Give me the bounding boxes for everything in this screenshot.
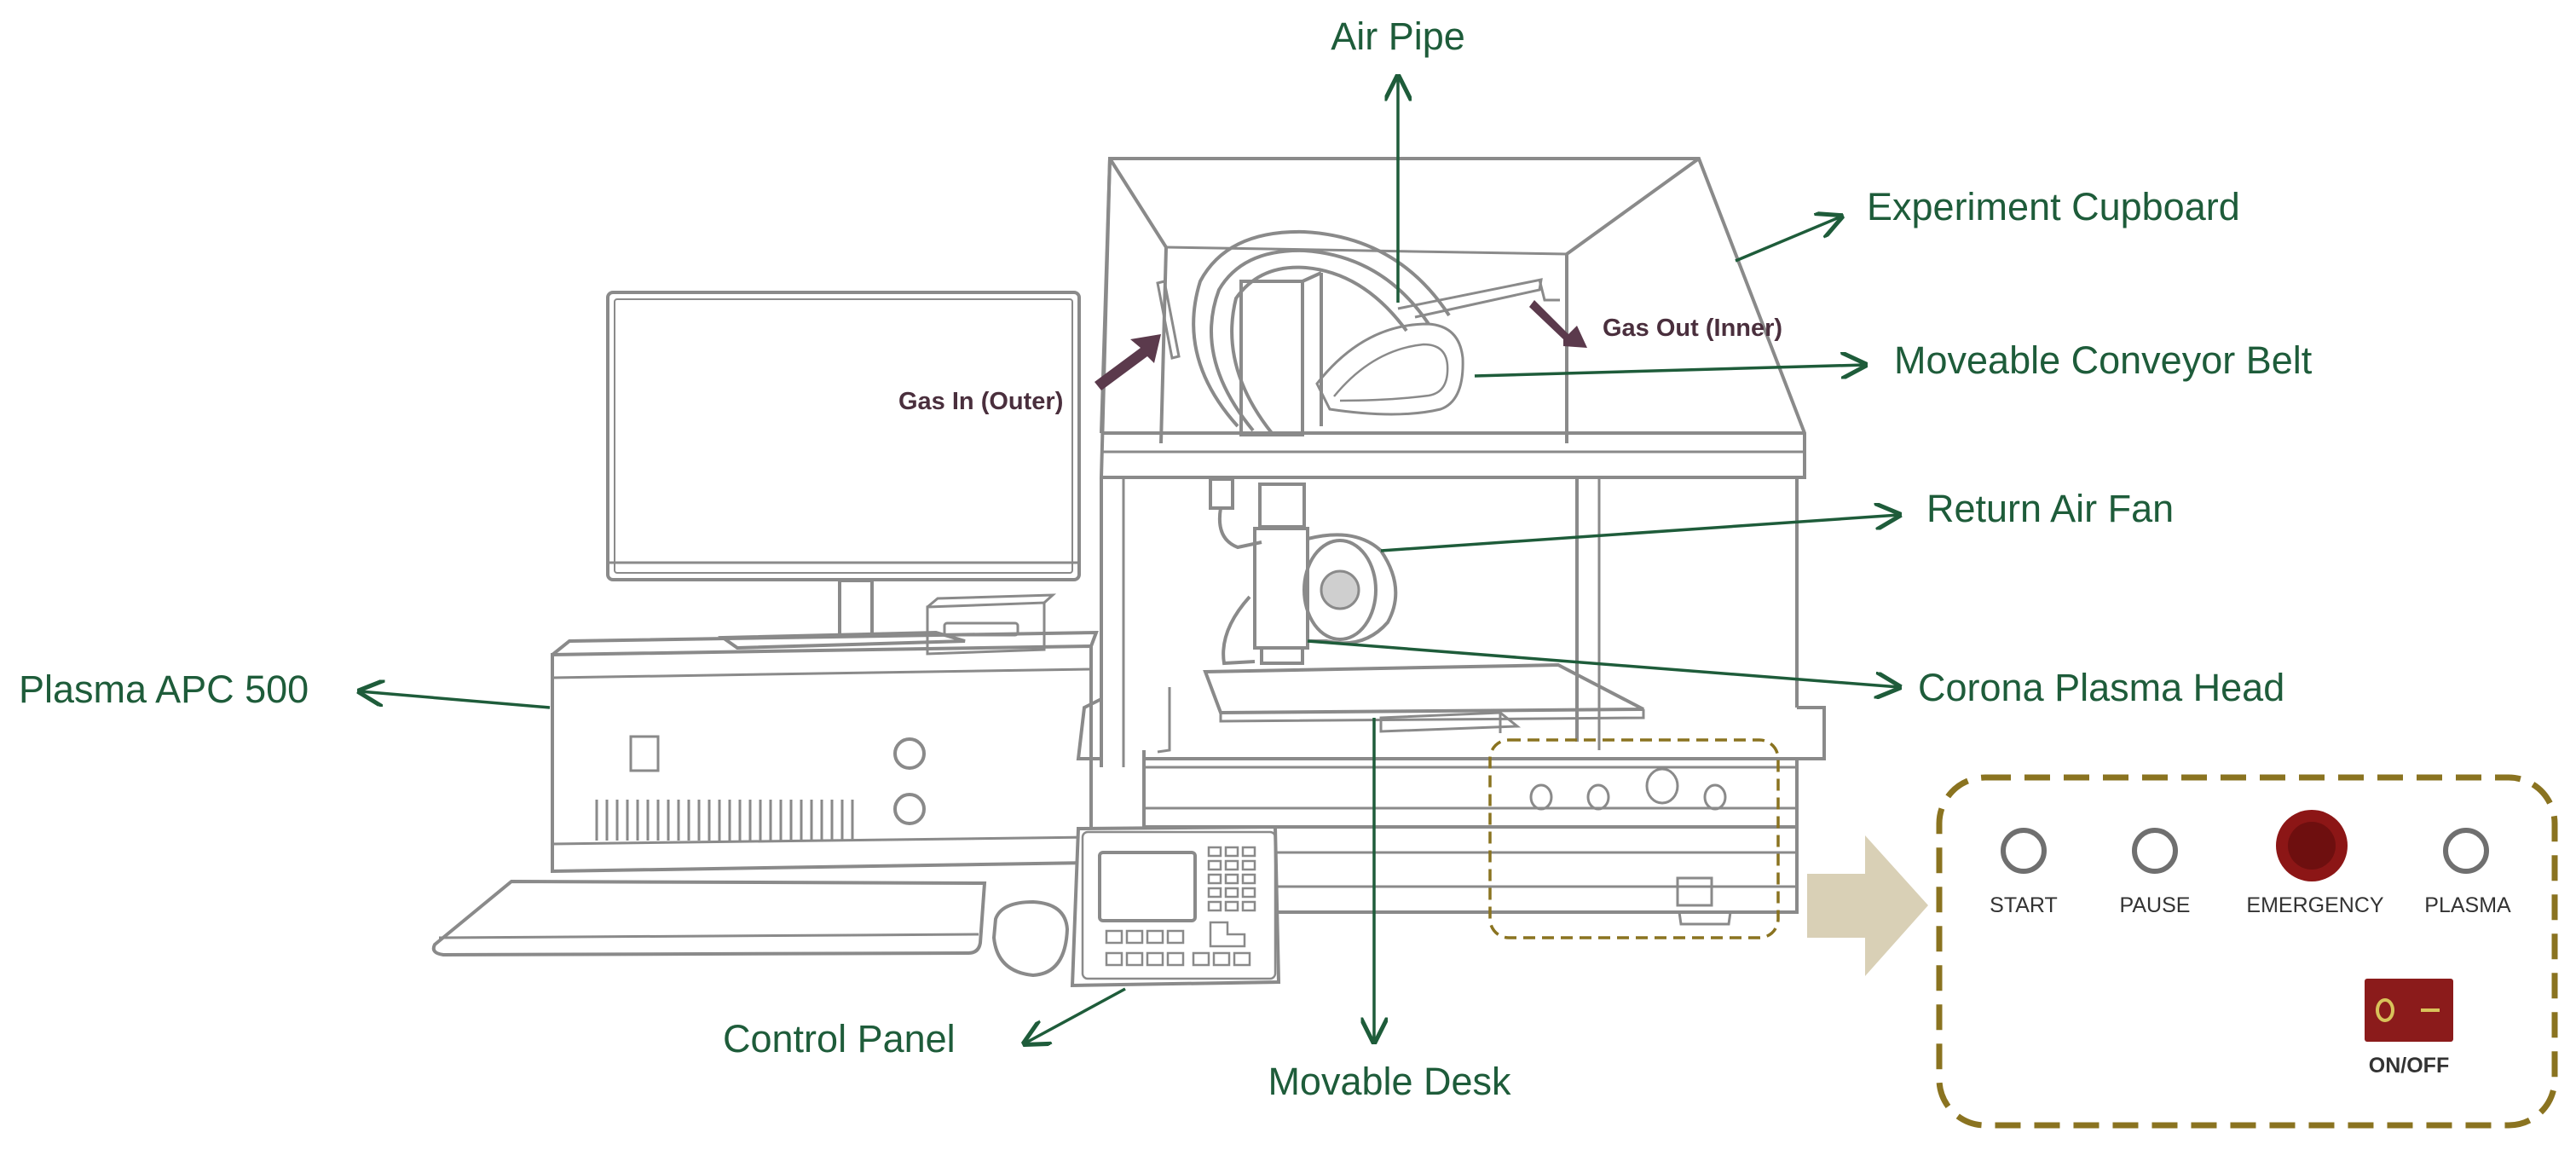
experiment-cupboard-label: Experiment Cupboard xyxy=(1867,185,2240,228)
pause-label: PAUSE xyxy=(2120,893,2191,917)
plasma-apc-pointer xyxy=(360,691,551,709)
callout-lines xyxy=(360,77,1899,1043)
keyboard xyxy=(431,879,987,957)
air-pipe-label: Air Pipe xyxy=(1331,14,1465,58)
plasma-label: PLASMA xyxy=(2424,893,2511,917)
movable-desk xyxy=(1122,662,1799,926)
start-button xyxy=(2001,828,2047,874)
gas-out-label: Gas Out (Inner) xyxy=(1603,315,1782,342)
zoom-pointer-arrow xyxy=(1807,835,1928,976)
gas-in-label: Gas In (Outer) xyxy=(898,388,1063,415)
on-off-switch xyxy=(2365,979,2453,1042)
desk-buttons-highlight xyxy=(1488,738,1780,939)
return-air-fan-label: Return Air Fan xyxy=(1926,487,2174,530)
gas-in-arrow xyxy=(1095,334,1161,390)
plasma-apc-500-label: Plasma APC 500 xyxy=(19,667,309,711)
control-panel-label: Control Panel xyxy=(723,1017,956,1060)
gas-labels: Gas In (Outer) Gas Out (Inner) xyxy=(898,315,1782,415)
labels: Air Pipe Experiment Cupboard Moveable Co… xyxy=(19,14,2313,1103)
on-off-label: ON/OFF xyxy=(2369,1054,2449,1078)
panel-detail: START PAUSE EMERGENCY PLASMA ON/OFF xyxy=(1936,774,2558,1129)
emergency-label: EMERGENCY xyxy=(2246,893,2383,917)
corona-plasma-head-label: Corona Plasma Head xyxy=(1918,666,2284,709)
control-panel-pointer xyxy=(1025,987,1126,1043)
experiment-cupboard xyxy=(1076,157,1826,767)
experiment-cupboard-pointer xyxy=(1735,217,1841,263)
handheld-control-panel xyxy=(1070,824,1281,988)
corona-head-pointer xyxy=(1307,639,1899,687)
gas-out-arrow xyxy=(1529,300,1587,348)
moveable-conveyor-belt-label: Moveable Conveyor Belt xyxy=(1894,338,2313,382)
computer-monitor xyxy=(606,291,1081,650)
pause-button xyxy=(2132,828,2178,874)
conveyor-belt-pointer xyxy=(1474,365,1865,376)
plasma-apc-500-unit xyxy=(551,593,1099,874)
plasma-button xyxy=(2443,828,2489,874)
corona-plasma-head-assembly xyxy=(1209,477,1398,666)
mouse xyxy=(991,899,1070,978)
start-label: START xyxy=(1990,893,2058,917)
return-air-fan-pointer xyxy=(1380,515,1899,552)
movable-desk-label: Movable Desk xyxy=(1268,1060,1511,1103)
air-pipe-hose xyxy=(1156,229,1560,436)
